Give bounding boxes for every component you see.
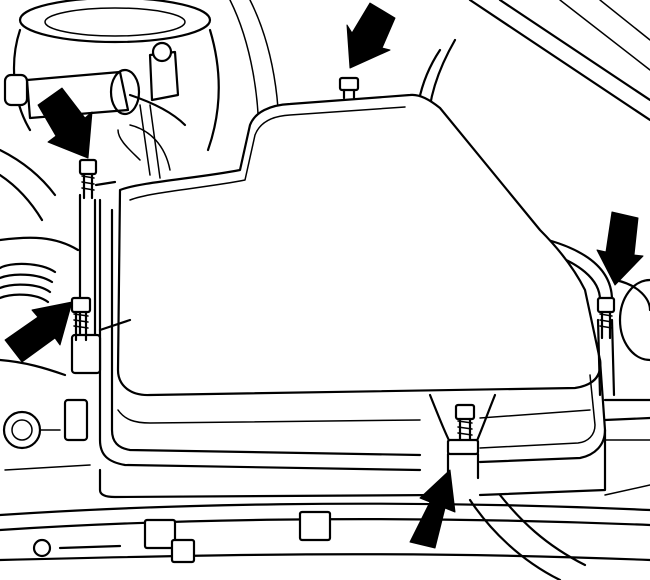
arrow-upper-left [37,87,93,159]
bolt-top [338,76,360,100]
vacuum-hose-left [0,148,80,252]
left-mounting-bracket [70,193,132,375]
arrow-mid-left [4,301,73,363]
arrow-bottom [409,469,456,549]
bolt-bottom [428,393,497,480]
bolt-mid-left [70,296,92,342]
bolt-upper-left [78,158,117,200]
master-cylinder [3,41,187,179]
air-cleaner-housing [98,93,607,499]
bolt-right [596,296,616,340]
arrow-top [346,2,396,69]
corrugated-hose [0,262,67,377]
arrow-right [596,211,644,286]
lower-left-nut [2,398,91,471]
right-mounting-bracket [596,318,616,397]
front-cross-member [0,493,650,580]
